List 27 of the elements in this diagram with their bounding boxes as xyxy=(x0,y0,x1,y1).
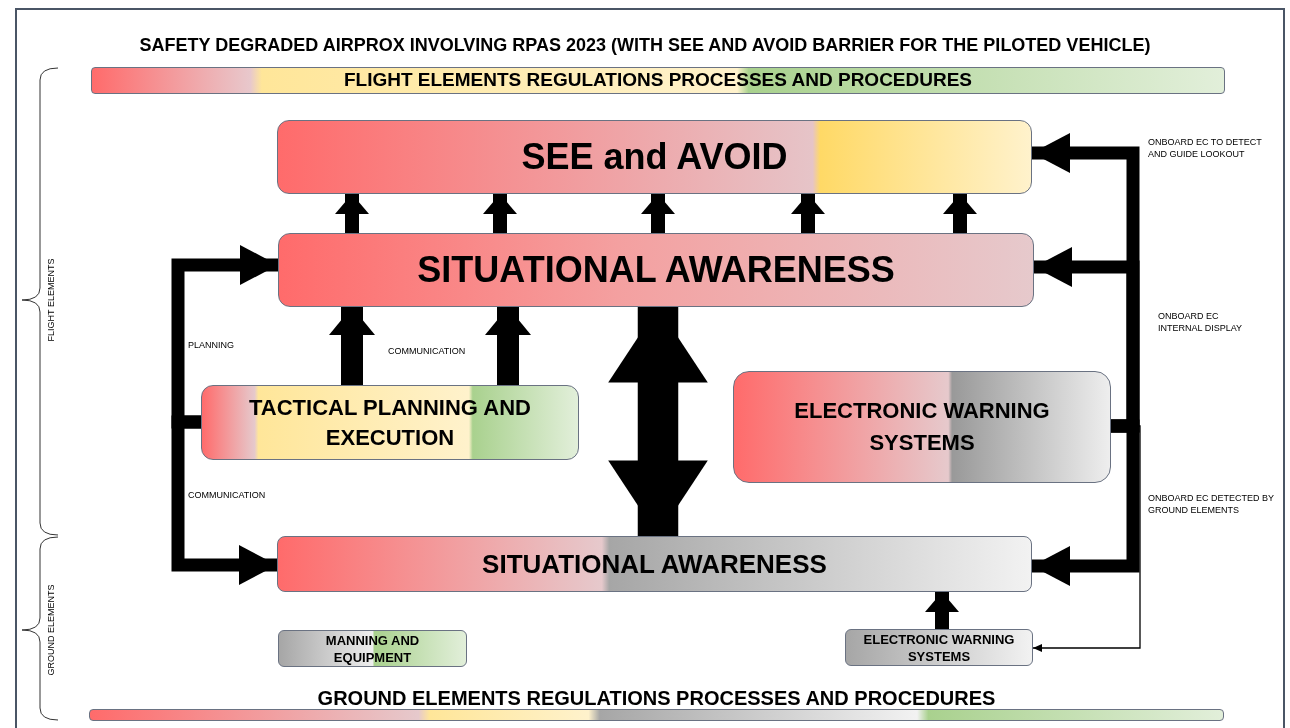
edge-label: PLANNING xyxy=(188,339,234,351)
system-box: ELECTRONIC WARNING SYSTEMS xyxy=(845,629,1033,666)
arrow xyxy=(329,307,375,385)
edge-label: COMMUNICATION xyxy=(188,489,266,501)
resource-box: MANNING AND EQUIPMENT xyxy=(278,630,467,667)
arrow xyxy=(171,415,277,585)
arrow xyxy=(641,194,675,233)
system-box: ELECTRONIC WARNING SYSTEMS xyxy=(733,371,1111,483)
arrow xyxy=(485,307,531,385)
group-label: GROUND ELEMENTS xyxy=(45,584,58,676)
group-label: FLIGHT ELEMENTS xyxy=(45,258,58,342)
awareness-box: SITUATIONAL AWARENESS xyxy=(277,536,1032,592)
process-box: TACTICAL PLANNING AND EXECUTION xyxy=(201,385,579,460)
arrow xyxy=(1032,419,1140,586)
band-heading: GROUND ELEMENTS REGULATIONS PROCESSES AND PROCEDURES xyxy=(317,688,996,708)
flow-label: COMMUNICATION xyxy=(388,345,466,358)
arrow xyxy=(483,194,517,233)
regulation-band: FLIGHT ELEMENTS REGULATIONS PROCESSES AND PROCEDURES xyxy=(91,67,1225,94)
barrier-box: SEE and AVOID xyxy=(277,120,1032,194)
arrow xyxy=(1032,425,1141,652)
awareness-box: SITUATIONAL AWARENESS xyxy=(278,233,1034,307)
arrow xyxy=(791,194,825,233)
arrow xyxy=(335,194,369,233)
diagram-title: SAFETY DEGRADED AIRPROX INVOLVING RPAS 2023 (WITH SEE AND AVOID BARRIER FOR THE PILOTED VEHICLE) xyxy=(138,34,1152,57)
arrow xyxy=(608,307,708,536)
arrow xyxy=(925,592,959,629)
arrow xyxy=(943,194,977,233)
